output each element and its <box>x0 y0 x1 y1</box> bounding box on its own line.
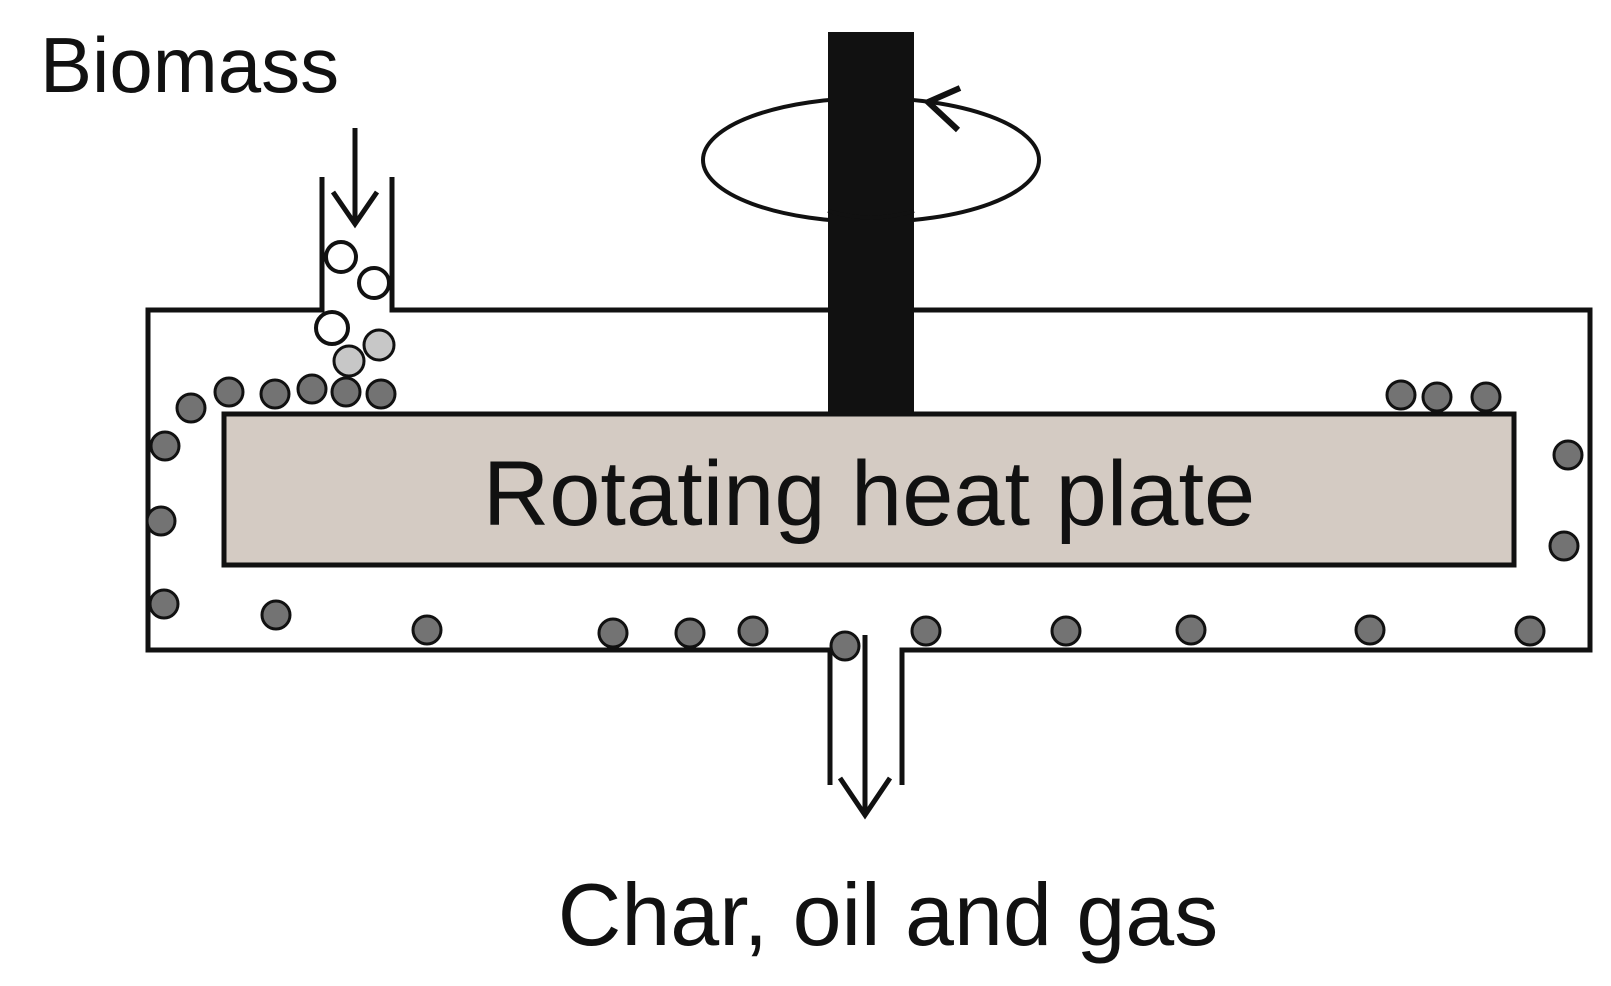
char-particle <box>411 614 443 646</box>
char-particle <box>910 615 942 647</box>
char-particle <box>1050 615 1082 647</box>
char-particle <box>737 615 769 647</box>
drive-shaft <box>828 32 914 412</box>
partial-particle <box>332 344 366 378</box>
char-particle <box>330 376 362 408</box>
input-arrow-icon <box>330 128 380 229</box>
char-particle <box>148 588 180 620</box>
output-label: Char, oil and gas <box>558 865 1218 964</box>
char-particle <box>213 376 245 408</box>
reactor-housing <box>145 177 1593 785</box>
char-particle <box>365 378 397 410</box>
char-particle <box>829 630 861 662</box>
char-particle <box>1385 379 1417 411</box>
char-particle <box>674 617 706 649</box>
raw-particle <box>357 266 391 300</box>
char-particle <box>260 599 292 631</box>
raw-particle <box>324 240 358 274</box>
partial-particle <box>362 328 396 362</box>
char-particle <box>597 617 629 649</box>
char-particle <box>1354 614 1386 646</box>
partial-particles <box>332 328 396 378</box>
biomass-label: Biomass <box>40 21 339 109</box>
char-particle <box>145 505 177 537</box>
char-particle <box>1175 614 1207 646</box>
char-particles <box>145 373 1584 662</box>
char-particle <box>1421 381 1453 413</box>
rotation-front-arc <box>827 209 915 220</box>
char-particle <box>296 373 328 405</box>
char-particle <box>1470 381 1502 413</box>
char-particle <box>1552 439 1584 471</box>
raw-particle <box>314 310 350 346</box>
output-arrow-icon <box>837 635 893 820</box>
char-particle <box>149 430 181 462</box>
raw-biomass-particles <box>314 240 391 346</box>
char-particle <box>1548 530 1580 562</box>
char-particle <box>1514 615 1546 647</box>
char-particle <box>175 392 207 424</box>
rotating-heat-plate <box>221 411 1517 568</box>
heat-plate-label: Rotating heat plate <box>483 443 1255 545</box>
char-particle <box>259 378 291 410</box>
